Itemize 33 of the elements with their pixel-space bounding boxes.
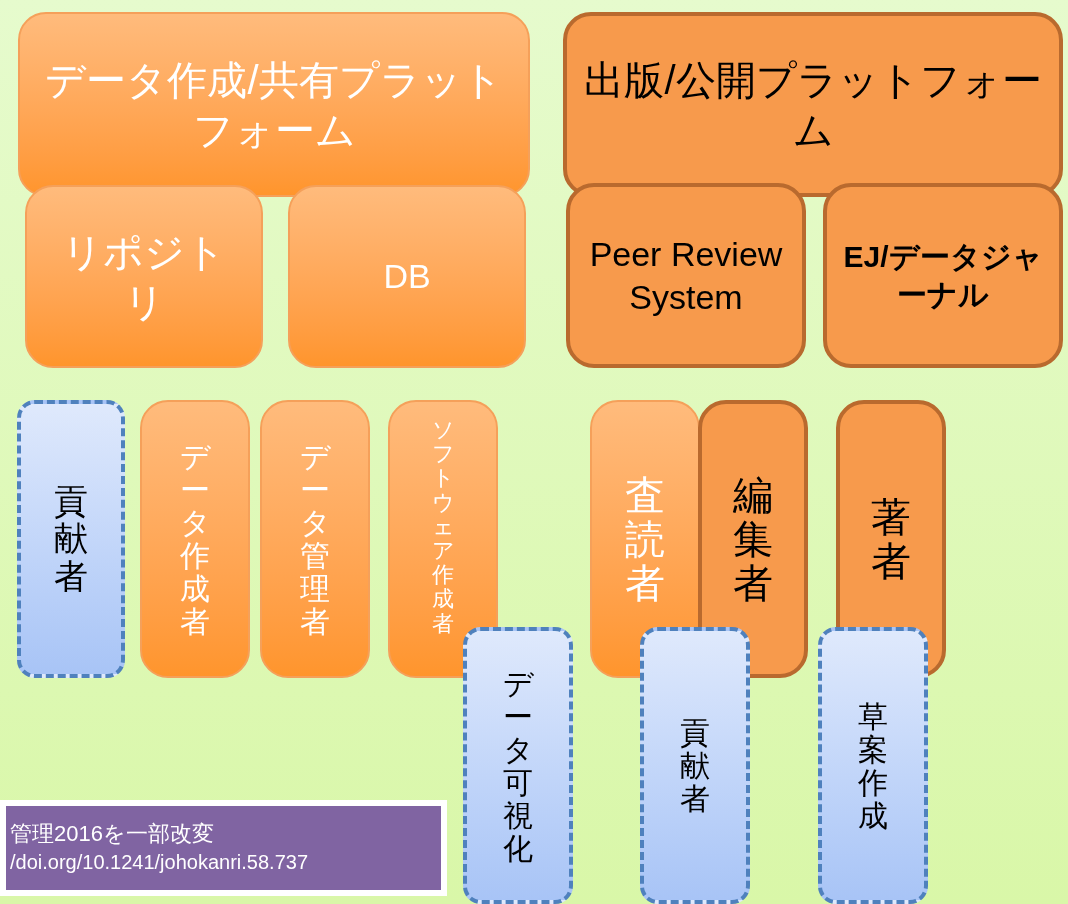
dashed-role-box	[818, 627, 928, 904]
role-box	[25, 185, 263, 368]
role-label: データ管理者	[300, 440, 330, 638]
citation-note	[0, 800, 447, 896]
citation-text: /doi.org/10.1241/johokanri.58.737	[10, 850, 308, 876]
dashed-role-box	[463, 627, 573, 904]
role-box	[288, 185, 526, 368]
role-box	[563, 12, 1063, 197]
role-label: データ作成者	[180, 440, 210, 638]
role-label: 貢献者	[54, 482, 88, 596]
role-box	[566, 183, 806, 368]
role-label: 草案作成	[858, 699, 888, 832]
role-label: 編集者	[733, 473, 773, 605]
role-box	[140, 400, 250, 678]
platform-label: データ作成/共有プラットフォーム	[44, 56, 504, 154]
role-label: 査読者	[625, 473, 665, 605]
platform-label: リポジトリ	[61, 228, 227, 326]
role-label: 著者	[871, 495, 911, 583]
platform-label: EJ/データジャーナル	[842, 239, 1044, 313]
role-box	[698, 400, 808, 678]
platform-label: Peer Review System	[588, 234, 784, 318]
role-label: ソフトウェア作成者	[432, 418, 454, 636]
dashed-role-box	[640, 627, 750, 904]
platform-label: DB	[382, 256, 432, 298]
role-box	[823, 183, 1063, 368]
platform-label: 出版/公開プラットフォーム	[583, 56, 1043, 154]
citation-text: 管理2016を一部改変	[10, 820, 214, 849]
dashed-role-box	[17, 400, 125, 678]
role-box	[260, 400, 370, 678]
role-label: 貢献者	[680, 716, 710, 815]
role-box	[18, 12, 530, 197]
role-label: データ可視化	[503, 666, 533, 865]
role-box	[388, 400, 498, 678]
